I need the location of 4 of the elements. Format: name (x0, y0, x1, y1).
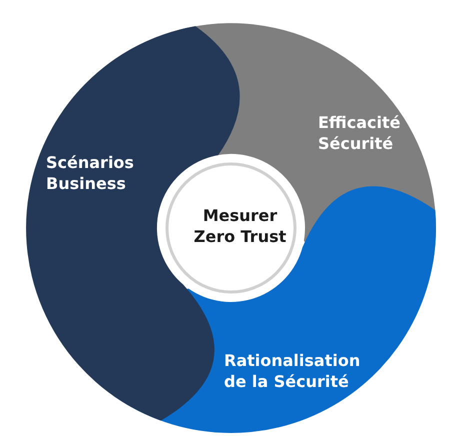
segment-label: Mesurer Zero Trust (192, 205, 288, 247)
segment-label: Scénarios Business (46, 152, 135, 194)
segment-label: Rationalisation de la Sécurité (224, 350, 362, 392)
segment-label: Efficacité Sécurité (318, 112, 402, 154)
